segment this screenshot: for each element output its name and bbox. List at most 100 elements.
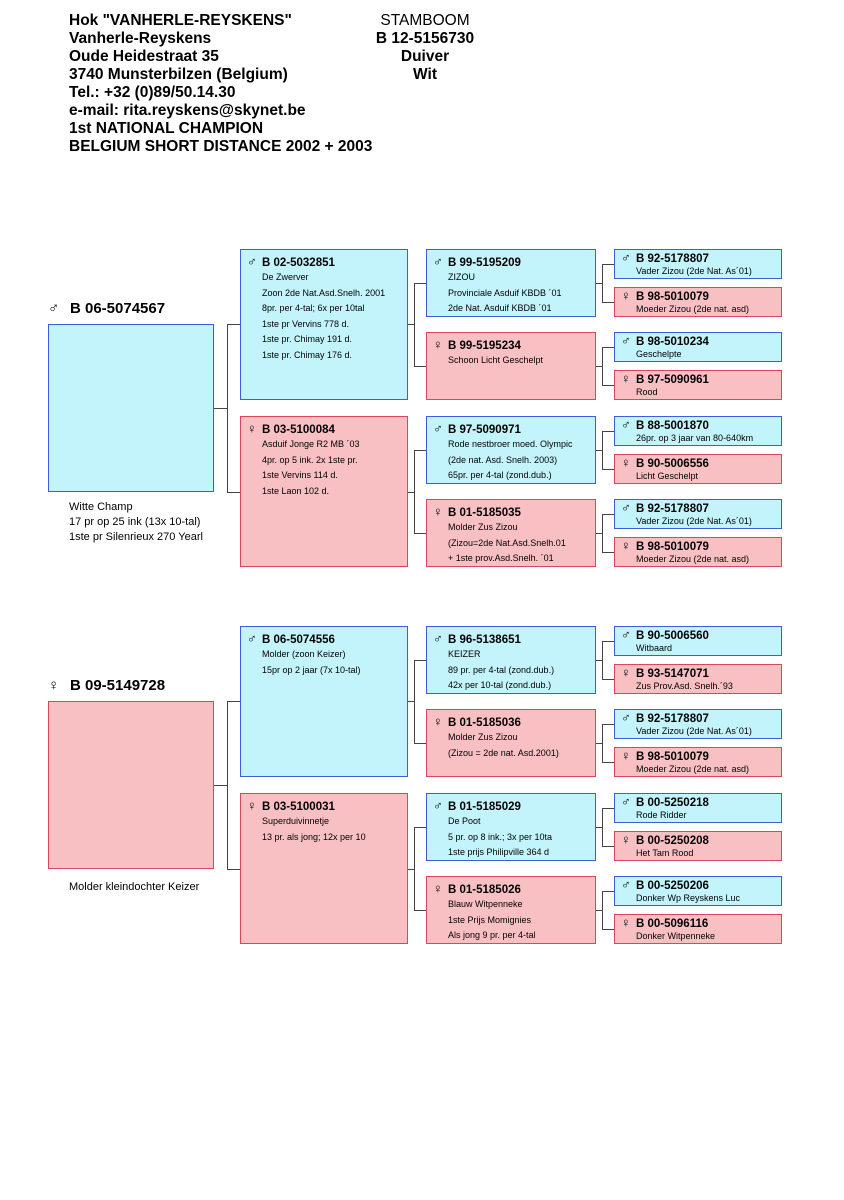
connector-line: [414, 743, 426, 744]
subject-desc-2: Molder kleindochter Keizer: [69, 881, 200, 893]
connector-line: [414, 283, 415, 366]
great-grandparent-card: ♀B 98-5010079 Moeder Zizou (2de nat. asd…: [614, 747, 782, 777]
connector-line: [602, 641, 603, 679]
connector-line: [602, 431, 614, 432]
male-icon: ♂: [621, 710, 631, 725]
connector-line: [602, 846, 614, 847]
connector-line: [602, 514, 614, 515]
connector-line: [414, 660, 426, 661]
connector-line: [602, 385, 614, 386]
male-icon: ♂: [621, 333, 631, 348]
loft-header: Hok "VANHERLE-REYSKENS" Vanherle-Reysken…: [69, 12, 372, 156]
pedigree-color: Wit: [413, 66, 437, 83]
grandparent-card: ♀B 99-5195234 Schoon Licht Geschelpt: [426, 332, 596, 400]
great-grandparent-card: ♀B 00-5096116 Donker Witpenneke: [614, 914, 782, 944]
pedigree-title-block: STAMBOOM B 12-5156730 Duiver Wit: [350, 12, 500, 84]
grandparent-card: ♀B 01-5185035 Molder Zus Zizou (Zizou=2d…: [426, 499, 596, 567]
address-city: 3740 Munsterbilzen (Belgium): [69, 66, 288, 83]
female-icon: ♀: [247, 798, 257, 813]
great-grandparent-card: ♂B 90-5006560 Witbaard: [614, 626, 782, 656]
grandparent-card: ♂B 96-5138651 KEIZER 89 pr. per 4-tal (z…: [426, 626, 596, 694]
male-icon: ♂: [247, 254, 257, 269]
connector-line: [414, 827, 415, 910]
connector-line: [602, 808, 603, 846]
great-grandparent-card: ♀B 93-5147071 Zus Prov.Asd. Snelh.´93: [614, 664, 782, 694]
male-icon: ♂: [621, 500, 631, 515]
connector-line: [596, 827, 602, 828]
dam-card: ♀B 03-5100031 Superduivinnetje 13 pr. al…: [240, 793, 408, 944]
great-grandparent-card: ♂B 88-5001870 26pr. op 3 jaar van 80-640…: [614, 416, 782, 446]
subject-desc-1: Witte Champ 17 pr op 25 ink (13x 10-tal)…: [69, 501, 203, 543]
connector-line: [414, 450, 415, 533]
great-grandparent-card: ♂B 92-5178807 Vader Zizou (2de Nat. As´0…: [614, 709, 782, 739]
connector-line: [408, 324, 414, 325]
female-icon: ♀: [621, 915, 631, 930]
female-icon: ♀: [433, 881, 443, 896]
great-grandparent-card: ♀B 97-5090961 Rood: [614, 370, 782, 400]
great-grandparent-card: ♀B 98-5010079 Moeder Zizou (2de nat. asd…: [614, 287, 782, 317]
connector-line: [596, 910, 602, 911]
great-grandparent-card: ♂B 98-5010234 Geschelpte: [614, 332, 782, 362]
connector-line: [602, 929, 614, 930]
female-icon: ♀: [433, 504, 443, 519]
dam-card: ♀B 03-5100084 Asduif Jonge R2 MB ´03 4pr…: [240, 416, 408, 567]
owner-name: Vanherle-Reyskens: [69, 30, 212, 47]
grandparent-card: ♀B 01-5185026 Blauw Witpenneke 1ste Prij…: [426, 876, 596, 944]
female-icon: ♀: [621, 832, 631, 847]
connector-line: [227, 701, 240, 702]
pedigree-type: Duiver: [400, 48, 450, 65]
subject-ring-2: ♀B 09-5149728: [48, 677, 166, 694]
connector-line: [596, 450, 602, 451]
subject-photo-box-2: [48, 701, 214, 869]
female-icon: ♀: [48, 677, 60, 694]
connector-line: [414, 660, 415, 743]
connector-line: [214, 785, 227, 786]
connector-line: [596, 283, 602, 284]
male-icon: ♂: [433, 254, 443, 269]
grandparent-card: ♂B 01-5185029 De Poot 5 pr. op 8 ink.; 3…: [426, 793, 596, 861]
connector-line: [602, 724, 614, 725]
connector-line: [408, 492, 414, 493]
loft-name: Hok "VANHERLE-REYSKENS": [69, 12, 292, 29]
connector-line: [214, 408, 227, 409]
title-line-1: 1st NATIONAL CHAMPION: [69, 120, 264, 137]
subject-ring-1: ♂B 06-5074567: [48, 300, 166, 317]
grandparent-card: ♂B 97-5090971 Rode nestbroer moed. Olymp…: [426, 416, 596, 484]
connector-line: [602, 264, 603, 302]
great-grandparent-card: ♀B 00-5250208 Het Tam Rood: [614, 831, 782, 861]
male-icon: ♂: [621, 794, 631, 809]
connector-line: [414, 533, 426, 534]
grandparent-card: ♂B 99-5195209 ZIZOU Provinciale Asduif K…: [426, 249, 596, 317]
connector-line: [602, 552, 614, 553]
connector-line: [602, 347, 614, 348]
male-icon: ♂: [621, 627, 631, 642]
connector-line: [602, 264, 614, 265]
male-icon: ♂: [621, 417, 631, 432]
great-grandparent-card: ♂B 92-5178807 Vader Zizou (2de Nat. As´0…: [614, 499, 782, 529]
female-icon: ♀: [433, 714, 443, 729]
great-grandparent-card: ♂B 00-5250206 Donker Wp Reyskens Luc: [614, 876, 782, 906]
female-icon: ♀: [433, 337, 443, 352]
connector-line: [602, 514, 603, 552]
great-grandparent-card: ♂B 92-5178807 Vader Zizou (2de Nat. As´0…: [614, 249, 782, 279]
great-grandparent-card: ♀B 98-5010079 Moeder Zizou (2de nat. asd…: [614, 537, 782, 567]
subject-photo-box-1: [48, 324, 214, 492]
pedigree-ring: B 12-5156730: [375, 30, 475, 47]
connector-line: [414, 910, 426, 911]
great-grandparent-card: ♀B 90-5006556 Licht Geschelpt: [614, 454, 782, 484]
male-icon: ♂: [433, 631, 443, 646]
connector-line: [227, 492, 240, 493]
male-icon: ♂: [433, 798, 443, 813]
title-line-2: BELGIUM SHORT DISTANCE 2002 + 2003: [69, 138, 373, 155]
male-icon: ♂: [247, 631, 257, 646]
male-icon: ♂: [621, 250, 631, 265]
connector-line: [227, 324, 240, 325]
pedigree-title: STAMBOOM: [380, 12, 470, 29]
connector-line: [602, 891, 614, 892]
connector-line: [602, 808, 614, 809]
connector-line: [602, 347, 603, 385]
connector-line: [602, 679, 614, 680]
connector-line: [414, 827, 426, 828]
connector-line: [596, 533, 602, 534]
connector-line: [227, 324, 228, 492]
